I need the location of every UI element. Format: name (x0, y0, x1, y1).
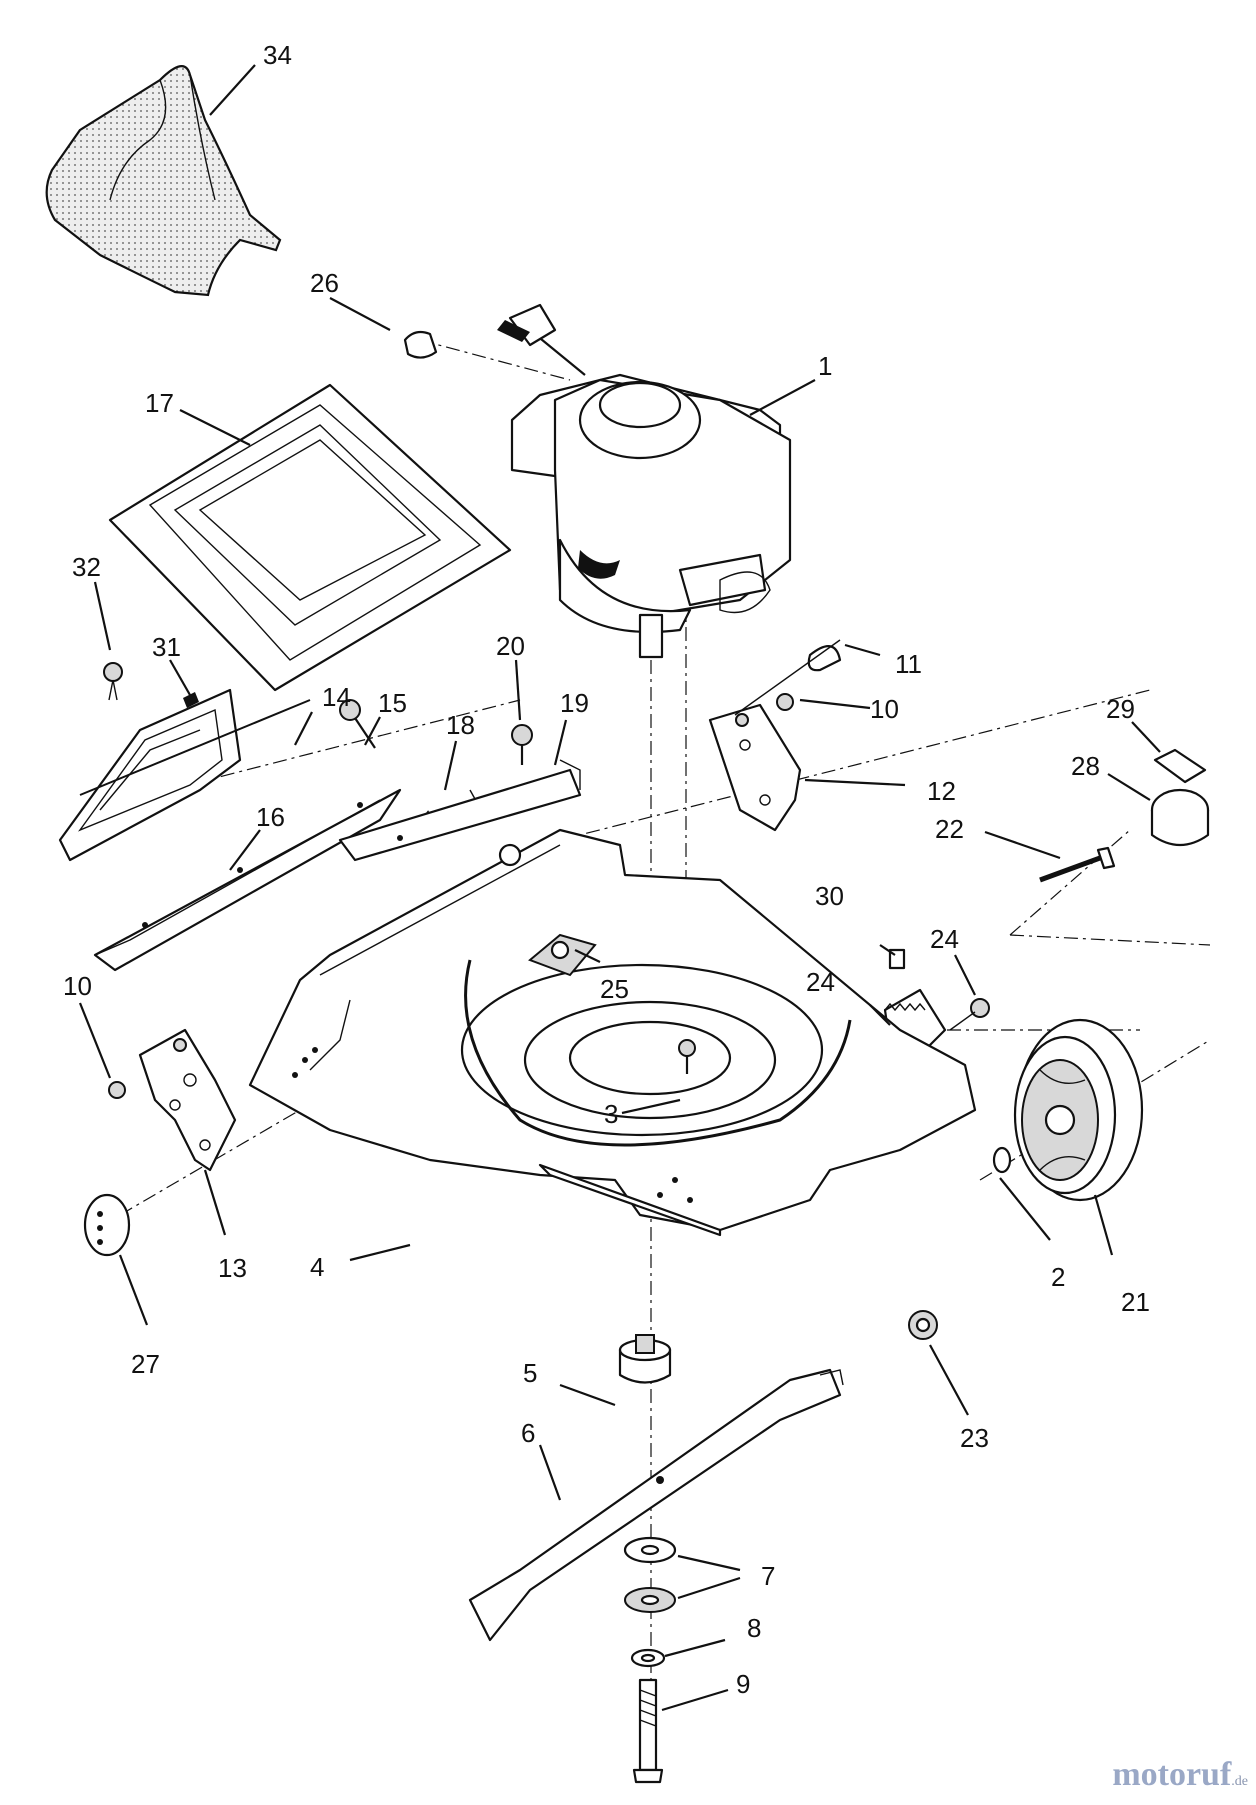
bag-clip (403, 330, 438, 359)
callout-labels: 34 26 1 17 32 31 14 15 18 20 19 11 10 12… (63, 40, 1150, 1699)
blade (468, 1368, 844, 1642)
callout-1: 1 (818, 351, 832, 381)
rear-door (58, 688, 242, 862)
blade-adapter (618, 1334, 672, 1384)
axle-bolt (1039, 846, 1116, 883)
callout-19: 19 (560, 688, 589, 718)
bushing (1150, 748, 1210, 846)
callout-22: 22 (935, 814, 964, 844)
wheel-nut (908, 1310, 938, 1340)
callout-6: 6 (521, 1418, 535, 1448)
callout-27: 27 (131, 1349, 160, 1379)
blade-bolt (632, 1678, 664, 1784)
callout-24-lower: 24 (806, 967, 835, 997)
plate-screw (511, 724, 533, 765)
callout-26: 26 (310, 268, 339, 298)
handle-bracket-right (708, 639, 841, 832)
wheel-washer (992, 1146, 1012, 1174)
engine (497, 303, 792, 659)
callout-30: 30 (815, 881, 844, 911)
handle-bracket-left (138, 1028, 237, 1172)
callout-12: 12 (927, 776, 956, 806)
wheel-plug (83, 1193, 131, 1257)
callout-32: 32 (72, 552, 101, 582)
callout-29: 29 (1106, 694, 1135, 724)
callout-34: 34 (263, 40, 292, 70)
callout-4: 4 (310, 1252, 324, 1282)
callout-10-left: 10 (63, 971, 92, 1001)
callout-28: 28 (1071, 751, 1100, 781)
callout-17: 17 (145, 388, 174, 418)
callout-31: 31 (152, 632, 181, 662)
callout-3: 3 (604, 1099, 618, 1129)
wheel (1013, 1018, 1144, 1202)
cable-clip (807, 645, 842, 672)
blade-washers (623, 1536, 677, 1613)
callout-16: 16 (256, 802, 285, 832)
callout-10-right: 10 (870, 694, 899, 724)
nut-right (776, 693, 794, 711)
callout-2: 2 (1051, 1262, 1065, 1292)
callout-9: 9 (736, 1669, 750, 1699)
deck-screw (678, 1039, 696, 1074)
callout-5: 5 (523, 1358, 537, 1388)
callout-13: 13 (218, 1253, 247, 1283)
callout-8: 8 (747, 1613, 761, 1643)
rear-deflector-plate (108, 383, 512, 692)
callout-25: 25 (600, 974, 629, 1004)
hinge-bracket (338, 759, 582, 862)
callout-7: 7 (761, 1561, 775, 1591)
callout-23: 23 (960, 1423, 989, 1453)
grass-catcher-bag (45, 65, 282, 297)
callout-15: 15 (378, 688, 407, 718)
callout-18: 18 (446, 710, 475, 740)
watermark-logo: motoruf.de (1112, 1756, 1248, 1794)
watermark-brand: motoruf (1112, 1756, 1232, 1793)
hinge-rod (79, 699, 311, 796)
callout-21: 21 (1121, 1287, 1150, 1317)
watermark-suffix: .de (1231, 1774, 1248, 1789)
nut-left (108, 1081, 126, 1099)
lock-washer (630, 1648, 666, 1668)
door-screw (103, 662, 123, 701)
mulch-plate (93, 788, 402, 972)
callout-24-upper: 24 (930, 924, 959, 954)
callout-20: 20 (496, 631, 525, 661)
leader-lines (78, 64, 1161, 1712)
callout-11: 11 (895, 649, 922, 679)
hinge-bolt (339, 699, 376, 749)
callout-14: 14 (322, 682, 351, 712)
mower-deck (248, 828, 977, 1237)
